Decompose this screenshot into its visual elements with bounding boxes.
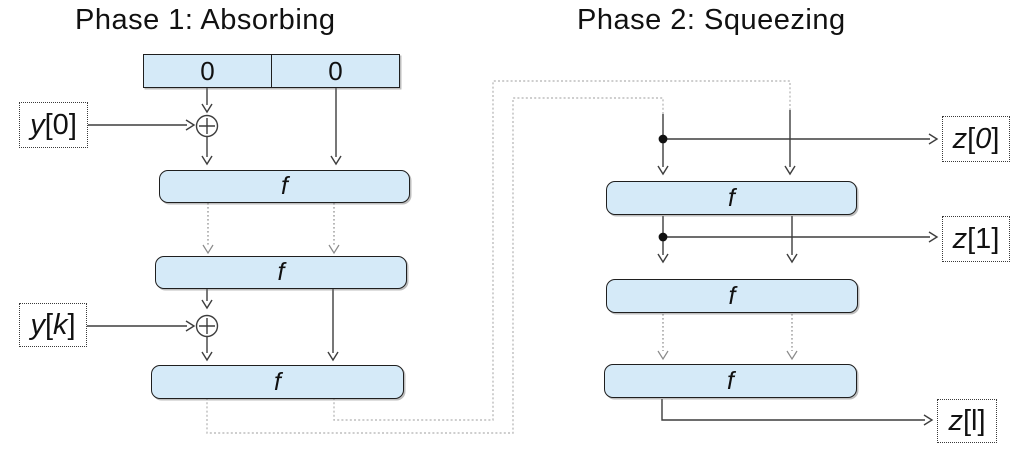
- io-bracket: ]: [991, 122, 1000, 155]
- f-box-label: f: [281, 172, 288, 200]
- f-box-squeeze-2: f: [606, 279, 858, 313]
- iteration-dashed-arrowheads: [202, 244, 798, 361]
- state-cell-capacity: 0: [271, 55, 399, 87]
- io-index: l: [971, 404, 978, 437]
- arrowhead-icon: [928, 133, 939, 145]
- io-bracket: ]: [977, 404, 986, 437]
- output-label-zl: z[l]: [937, 399, 997, 443]
- arrowhead-icon: [327, 351, 339, 362]
- arrowhead-icon: [657, 253, 669, 264]
- junction-dot: [658, 134, 668, 144]
- xor-icon: [195, 314, 219, 338]
- io-bracket: [: [967, 122, 976, 155]
- io-bracket: ]: [991, 222, 1000, 255]
- f-box-label: f: [274, 367, 281, 396]
- arrowhead-icon: [201, 103, 213, 114]
- f-box-squeeze-3: f: [604, 364, 857, 398]
- phase2-title: Phase 2: Squeezing: [577, 4, 846, 36]
- f-box-label: f: [728, 281, 736, 310]
- f-box-label: f: [727, 366, 734, 395]
- f-box-label: f: [277, 258, 285, 286]
- junction-dots: [658, 134, 668, 242]
- arrowhead-icon: [928, 231, 939, 243]
- io-bracket: [: [967, 222, 976, 255]
- arrowhead-icon: [202, 244, 214, 255]
- junction-dot: [658, 232, 668, 242]
- initial-state-register: 0 0: [143, 54, 400, 88]
- f-box-label: f: [728, 183, 735, 212]
- arrowhead-icon: [201, 351, 213, 362]
- feedback-paths: [206, 80, 791, 434]
- xor-gates: [195, 114, 219, 338]
- input-label-y0: y[0]: [19, 102, 88, 148]
- feedback-line-rate: [206, 97, 664, 434]
- arrowhead-icon: [657, 165, 669, 176]
- state-cell-rate: 0: [200, 55, 215, 86]
- io-bracket: [: [44, 108, 53, 141]
- io-bracket: ]: [68, 108, 77, 141]
- arrowhead-icon: [201, 299, 213, 310]
- feedback-line-capacity: [333, 80, 791, 421]
- io-letter: y: [30, 108, 45, 141]
- f-box-absorb-3: f: [151, 365, 404, 399]
- io-letter: z: [952, 122, 968, 155]
- io-index: 1: [975, 222, 992, 255]
- io-index: 0: [975, 122, 992, 155]
- line-squeezef3-to-zl: [661, 399, 925, 421]
- io-bracket: [: [962, 404, 972, 437]
- phase1-title: Phase 1: Absorbing: [75, 4, 336, 36]
- arrowhead-icon: [786, 350, 798, 361]
- arrowhead-icon: [185, 320, 196, 332]
- input-label-yk: y[k]: [19, 303, 87, 347]
- io-letter: z: [952, 222, 968, 255]
- xor-icon: [195, 114, 219, 138]
- f-box-absorb-2: f: [155, 256, 407, 289]
- output-label-z1: z[1]: [942, 216, 1010, 262]
- io-letter: z: [948, 404, 963, 437]
- arrowhead-icon: [657, 350, 669, 361]
- output-label-z0: z[0]: [942, 116, 1010, 162]
- iteration-dashed-arrows: [207, 203, 793, 351]
- arrowhead-icon: [185, 119, 196, 131]
- arrowhead-icon: [201, 155, 213, 166]
- io-bracket: ]: [67, 308, 76, 341]
- solid-arrows: [87, 88, 939, 426]
- arrowhead-icon: [330, 155, 342, 166]
- arrowhead-icon: [786, 253, 798, 264]
- f-box-absorb-1: f: [159, 170, 410, 203]
- io-bracket: [: [44, 308, 53, 341]
- arrowhead-icon: [784, 165, 796, 176]
- arrowhead-icon: [923, 414, 934, 426]
- io-letter: y: [30, 308, 45, 341]
- io-index: k: [53, 308, 68, 341]
- arrowhead-icon: [328, 244, 340, 255]
- io-index: 0: [52, 108, 69, 141]
- f-box-squeeze-1: f: [606, 181, 857, 215]
